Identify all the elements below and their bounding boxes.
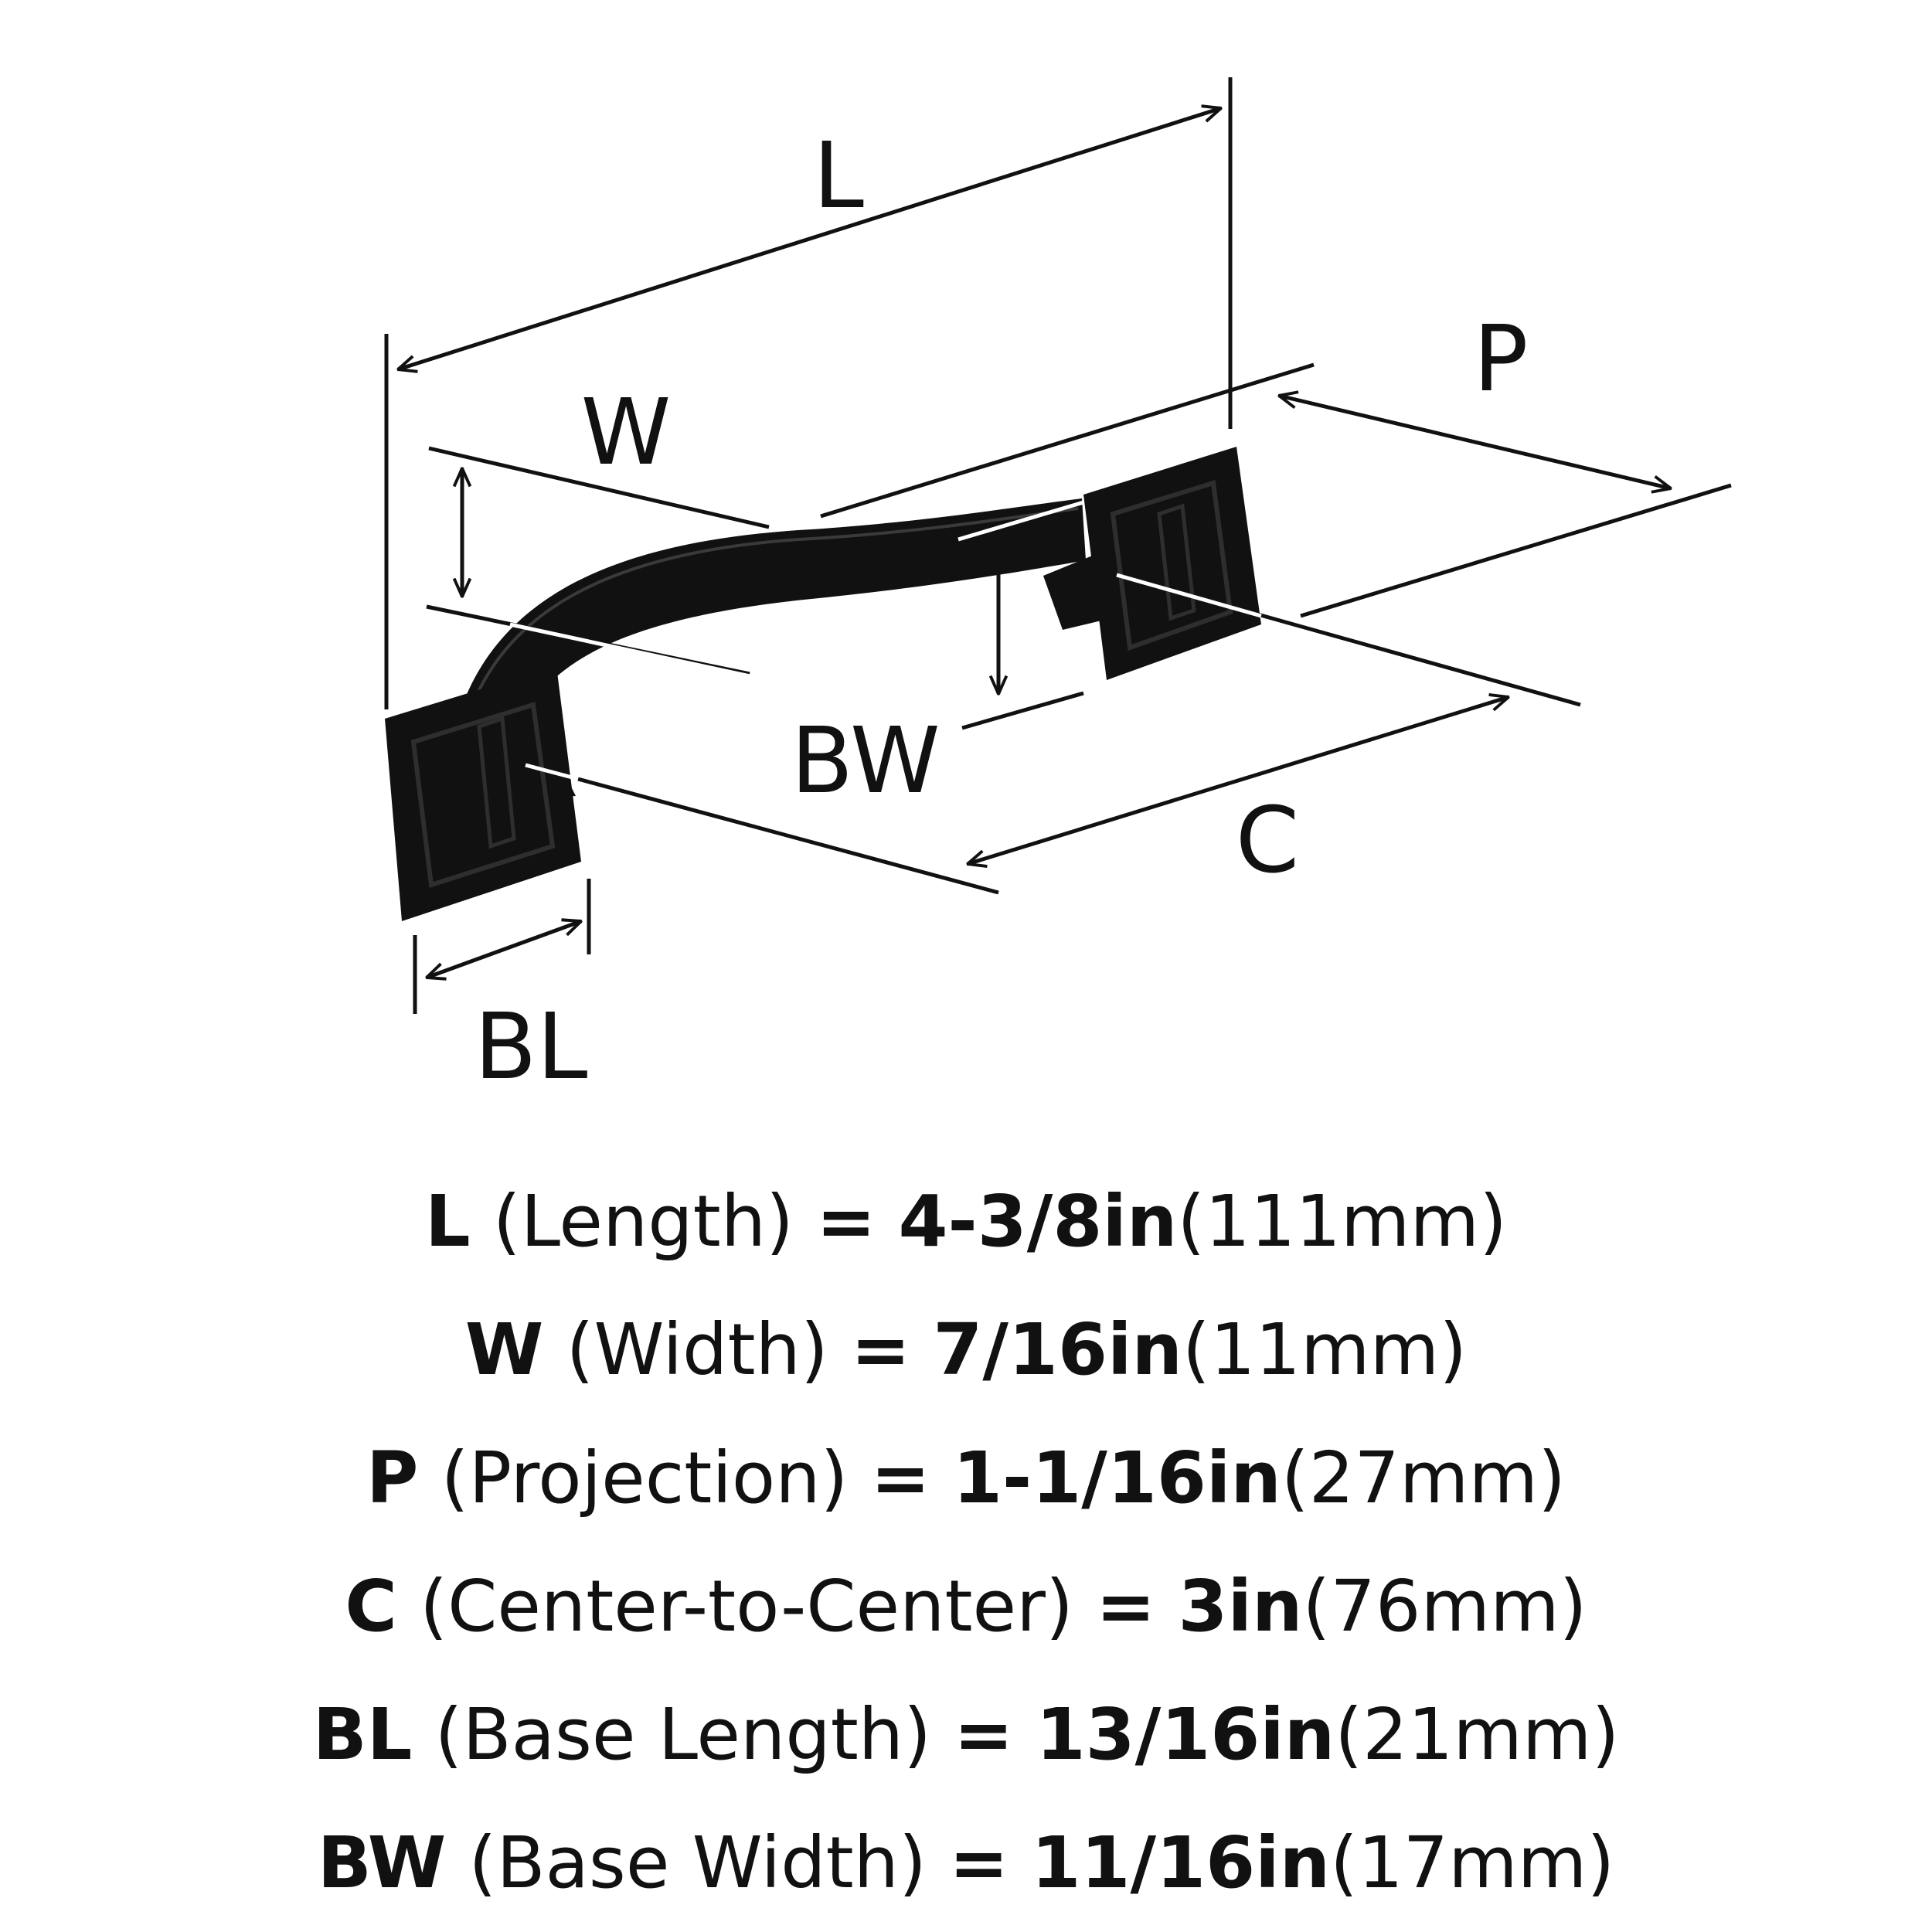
spec-metric: (76mm) (1302, 1565, 1587, 1648)
left-post (385, 666, 581, 921)
right-base-slot (1157, 503, 1196, 621)
spec-imperial: 3in (1178, 1565, 1303, 1648)
spec-code: C (345, 1565, 397, 1648)
spec-row-center-to-center: C (Center-to-Center) = 3in(76mm) (0, 1543, 1932, 1671)
w-extension-bottom-on-band (509, 622, 754, 679)
spec-imperial: 13/16in (1036, 1693, 1335, 1776)
spec-name: (Base Width) (468, 1821, 927, 1904)
spec-code: W (464, 1308, 544, 1391)
spec-metric: (17mm) (1330, 1821, 1615, 1904)
right-base-plate (1083, 447, 1261, 680)
dimension-lines (384, 77, 1732, 1014)
w-extension-top (428, 446, 770, 529)
spec-metric: (27mm) (1281, 1437, 1566, 1519)
spec-equals: = (850, 1308, 911, 1391)
label-bw: BW (791, 707, 940, 814)
spec-row-width: W (Width) = 7/16in(11mm) (0, 1286, 1932, 1414)
spec-equals: = (949, 1821, 1009, 1904)
spec-imperial: 1-1/16in (953, 1437, 1281, 1519)
label-p: P (1473, 305, 1528, 412)
label-w: W (581, 379, 672, 485)
handle-band-highlight (470, 507, 1079, 708)
spec-code: BL (312, 1693, 413, 1776)
p-dimension-arrow (1279, 396, 1671, 488)
right-base-inset (1110, 480, 1233, 651)
label-l: L (813, 122, 864, 229)
bw-extension-bottom (961, 691, 1084, 730)
spec-name: (Length) (492, 1180, 794, 1263)
dimension-spec-list: L (Length) = 4-3/8in(111mm) W (Width) = … (0, 1158, 1932, 1927)
spec-metric: (11mm) (1182, 1308, 1468, 1391)
spec-equals: = (816, 1180, 876, 1263)
c-dimension-arrow (968, 697, 1509, 864)
dimension-labels: L W P BW C BL (474, 122, 1529, 1100)
label-c: C (1236, 787, 1299, 893)
handle-band (457, 498, 1086, 738)
dimension-lines-on-product (509, 500, 1262, 781)
spec-row-base-width: BW (Base Width) = 11/16in(17mm) (0, 1799, 1932, 1927)
spec-name: (Projection) (440, 1437, 849, 1519)
spec-name: (Base Length) (434, 1693, 931, 1776)
left-base-slot (477, 716, 516, 849)
spec-equals: = (1096, 1565, 1156, 1648)
c-extension-left-on-post (525, 763, 579, 781)
spec-name: (Center-to-Center) (420, 1565, 1073, 1648)
bl-dimension-arrow (427, 921, 581, 978)
p-extension-top (820, 362, 1315, 519)
label-bl: BL (474, 993, 588, 1100)
spec-row-length: L (Length) = 4-3/8in(111mm) (0, 1158, 1932, 1286)
left-base-plate (385, 666, 581, 921)
spec-metric: (21mm) (1335, 1693, 1620, 1776)
spec-metric: (111mm) (1177, 1180, 1508, 1263)
spec-code: BW (317, 1821, 447, 1904)
bw-extension-top-on-band (957, 500, 1084, 542)
cabinet-pull (385, 447, 1261, 921)
spec-name: (Width) (566, 1308, 828, 1391)
spec-code: P (366, 1437, 419, 1519)
spec-row-projection: P (Projection) = 1-1/16in(27mm) (0, 1414, 1932, 1543)
spec-imperial: 11/16in (1031, 1821, 1331, 1904)
spec-imperial: 4-3/8in (898, 1180, 1178, 1263)
p-extension-bottom (1300, 483, 1732, 618)
left-base-inset (410, 702, 556, 888)
spec-equals: = (870, 1437, 930, 1519)
dimension-diagram: L W P BW C BL (384, 77, 1732, 1100)
c-extension-left (577, 777, 999, 895)
spec-code: L (424, 1180, 471, 1263)
spec-imperial: 7/16in (933, 1308, 1182, 1391)
spec-row-base-length: BL (Base Length) = 13/16in(21mm) (0, 1671, 1932, 1799)
spec-equals: = (954, 1693, 1014, 1776)
c-extension-right-on-post (1116, 573, 1262, 618)
l-dimension-arrow (398, 108, 1221, 369)
right-post (1043, 447, 1261, 680)
